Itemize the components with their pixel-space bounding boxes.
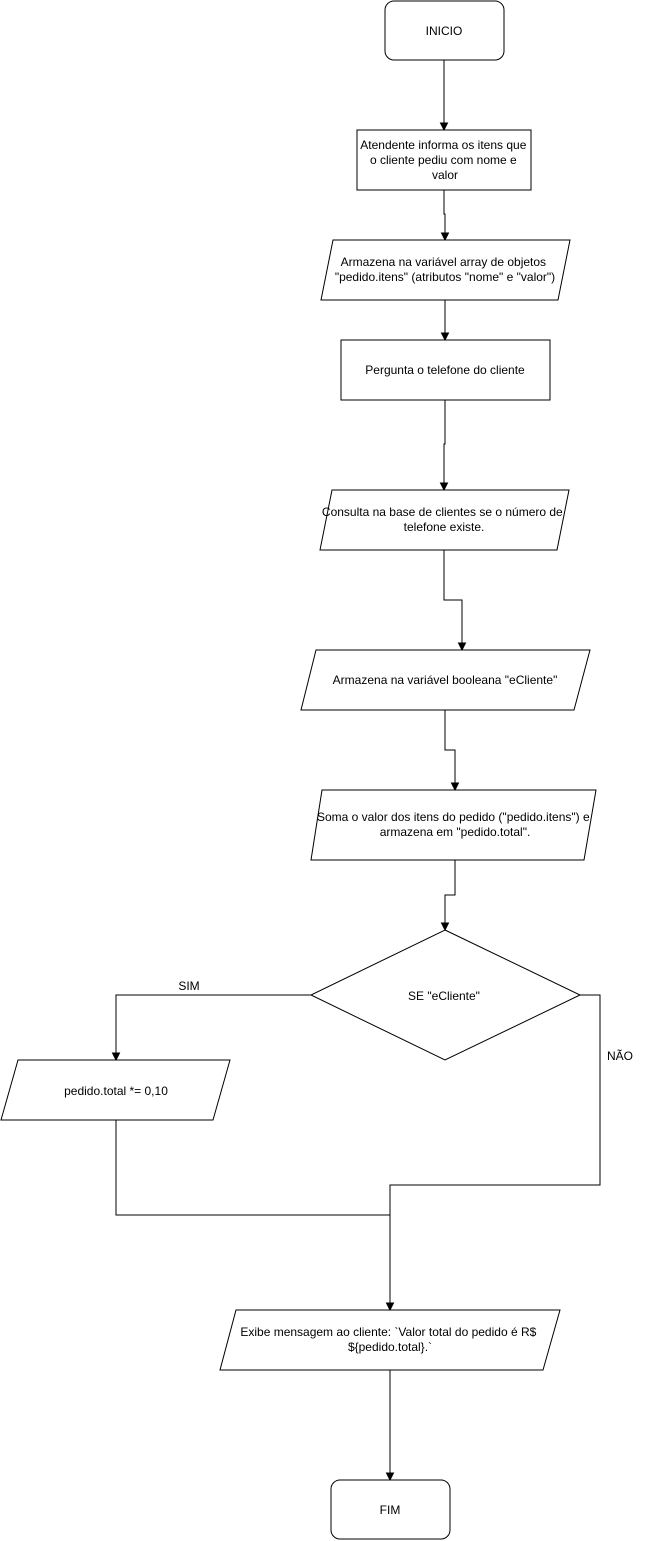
edge-decision-yes — [115, 994, 311, 1054]
edge-discount-to-merge — [115, 1120, 390, 1216]
node-inform-items: Atendente informa os itens que o cliente… — [356, 129, 532, 191]
node-decision: SE "eCliente" — [309, 929, 582, 1061]
check-client-io-shape — [319, 489, 570, 551]
end-label-line: FIM — [380, 1503, 401, 1517]
node-sum-total: Soma o valor dos itens do pedido ("pedid… — [310, 789, 597, 861]
arrowhead-message — [385, 1302, 395, 1312]
node-store-items: Armazena na variável array de objetos "p… — [320, 239, 571, 301]
node-show-message: Exibe mensagem ao cliente: `Valor total … — [219, 1309, 561, 1371]
discount-io-shape — [0, 1059, 231, 1121]
sum-total-label: Soma o valor dos itens do pedido ("pedid… — [317, 810, 593, 839]
store-boolean-label: Armazena na variável booleana "eCliente" — [333, 673, 558, 687]
store-items-line: "pedido.itens" (atributos "nome" e "valo… — [335, 270, 555, 284]
inform-items-line: o cliente pediu com nome e — [370, 153, 517, 167]
check-client-label: Consulta na base de clientes se o número… — [322, 505, 566, 534]
inform-items-label: Atendente informa os itens que o cliente… — [360, 138, 529, 182]
show-message-line: Exibe mensagem ao cliente: `Valor total … — [240, 1325, 536, 1339]
arrowhead-boolean — [457, 642, 467, 652]
node-check-client: Consulta na base de clientes se o número… — [319, 489, 570, 551]
decision-diamond-shape — [309, 929, 582, 1061]
start-label: INICIO — [426, 24, 463, 38]
edge-label-yes: SIM — [178, 979, 199, 993]
check-client-line: telefone existe. — [404, 520, 485, 534]
inform-items-line: Atendente informa os itens que — [360, 138, 526, 152]
node-store-boolean: Armazena na variável booleana "eCliente" — [300, 649, 591, 711]
node-discount: pedido.total *= 0,10 — [0, 1059, 231, 1121]
show-message-line: ${pedido.total}.` — [348, 1340, 432, 1354]
store-items-io-shape — [320, 239, 571, 301]
decision-line: SE "eCliente" — [408, 989, 480, 1003]
arrowhead-decision — [440, 922, 450, 932]
ask-phone-label: Pergunta o telefone do cliente — [365, 363, 525, 377]
show-message-label: Exibe mensagem ao cliente: `Valor total … — [240, 1325, 539, 1354]
arrowhead-inform — [439, 122, 449, 132]
edge-label-no: NÃO — [607, 1049, 633, 1063]
arrowhead-discount — [111, 1052, 121, 1062]
arrowhead-end — [385, 1472, 395, 1482]
arrowhead-ask — [440, 332, 450, 342]
edge-decision-no — [389, 994, 601, 1304]
node-start: INICIO — [384, 0, 505, 61]
edge-sum-to-decision — [444, 860, 456, 924]
store-boolean-io-shape — [300, 649, 591, 711]
sum-total-line: armazena em "pedido.total". — [380, 825, 531, 839]
sum-total-line: Soma o valor dos itens do pedido ("pedid… — [317, 810, 590, 824]
edge-boolean-to-sum — [444, 710, 456, 784]
end-label: FIM — [380, 1503, 401, 1517]
check-client-line: Consulta na base de clientes se o número… — [322, 505, 563, 519]
inform-items-process-shape — [356, 129, 532, 191]
arrowhead-store — [440, 232, 450, 242]
node-end: FIM — [330, 1479, 451, 1540]
start-label-line: INICIO — [426, 24, 463, 38]
arrowhead-check — [439, 482, 449, 492]
start-terminal-shape — [384, 0, 505, 61]
inform-items-line: valor — [432, 168, 458, 182]
sum-total-io-shape — [310, 789, 597, 861]
end-terminal-shape — [330, 1479, 451, 1540]
edge-inform-to-store — [443, 190, 446, 234]
show-message-io-shape — [219, 1309, 561, 1371]
node-ask-phone: Pergunta o telefone do cliente — [340, 339, 551, 401]
edges — [111, 60, 601, 1482]
store-items-line: Armazena na variável array de objetos — [341, 255, 546, 269]
arrowhead-sum — [450, 782, 460, 792]
ask-phone-process-shape — [340, 339, 551, 401]
store-items-label: Armazena na variável array de objetos "p… — [335, 255, 555, 284]
discount-label: pedido.total *= 0,10 — [64, 1084, 168, 1098]
decision-label: SE "eCliente" — [408, 989, 480, 1003]
ask-phone-line: Pergunta o telefone do cliente — [365, 363, 525, 377]
edge-ask-to-check — [443, 400, 446, 484]
discount-line: pedido.total *= 0,10 — [64, 1084, 168, 1098]
edge-check-to-boolean — [443, 550, 463, 644]
store-boolean-line: Armazena na variável booleana "eCliente" — [333, 673, 558, 687]
